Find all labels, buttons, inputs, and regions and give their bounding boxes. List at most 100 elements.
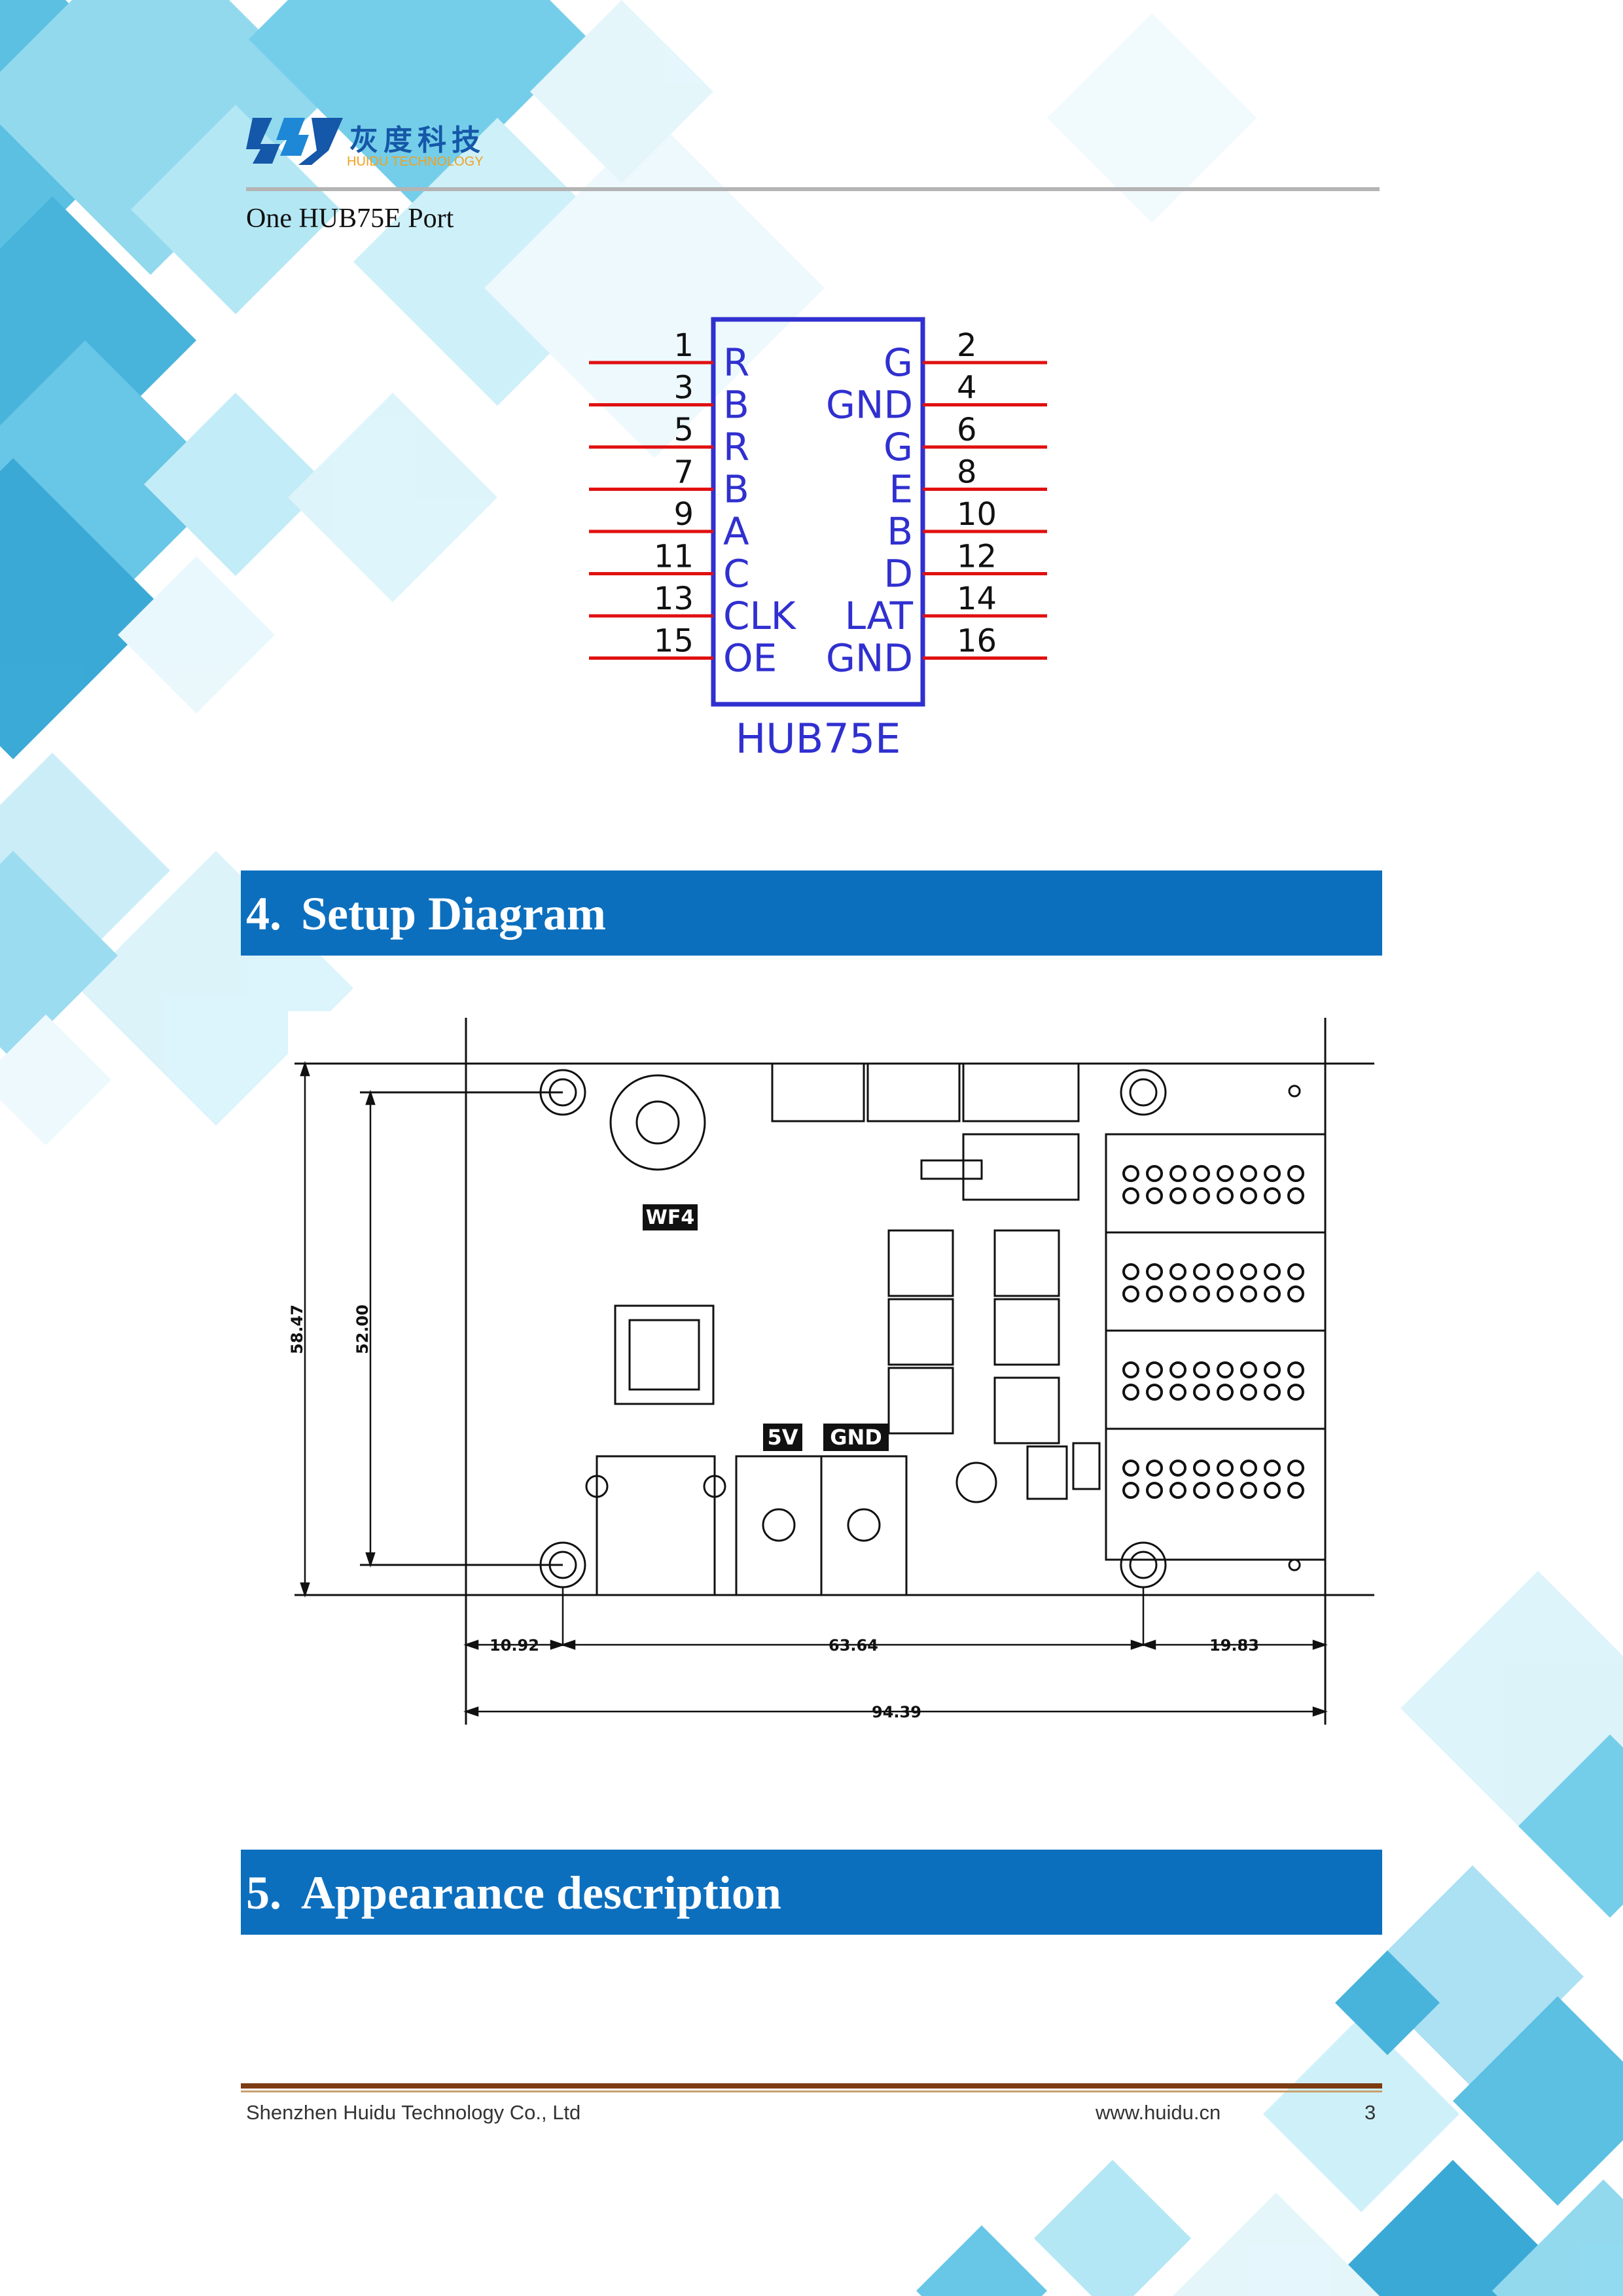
pin-number: 1 [673, 327, 694, 364]
section-5-number: 5. [246, 1867, 281, 1919]
pin-number: 10 [957, 496, 997, 533]
pin-signal: E [889, 467, 913, 512]
pin-signal: D [883, 552, 913, 596]
header-pin [1287, 1165, 1304, 1182]
header-pin [1122, 1384, 1139, 1401]
pin-number: 5 [673, 412, 694, 448]
header-pin [1169, 1285, 1186, 1302]
header-pin [1217, 1384, 1234, 1401]
header-pin [1264, 1482, 1281, 1499]
header-pin [1240, 1285, 1257, 1302]
pin-signal: LAT [845, 594, 914, 638]
pin-signal: G [883, 425, 913, 469]
header-pin [1217, 1187, 1234, 1204]
pin-signal: B [723, 467, 749, 512]
header-pin [1146, 1263, 1163, 1280]
header-pin [1240, 1361, 1257, 1378]
section-5-bar [241, 1850, 1382, 1935]
brand-name-chinese: 灰度科技 [349, 124, 486, 157]
pin-signal: CLK [723, 594, 797, 638]
footer-divider [241, 2083, 1382, 2089]
pin-number: 14 [957, 581, 997, 617]
pin-signal: C [723, 552, 750, 596]
pin-number: 6 [957, 412, 977, 448]
section-4-title: 4. Setup Diagram [246, 890, 606, 937]
header-pin [1169, 1482, 1186, 1499]
header-pin [1287, 1187, 1304, 1204]
power-gnd-label: GND [830, 1425, 882, 1450]
huidu-logo-icon [246, 118, 343, 165]
header-pin [1217, 1482, 1234, 1499]
header-pin [1169, 1361, 1186, 1378]
header-divider [246, 187, 1380, 191]
header-pin [1240, 1384, 1257, 1401]
header-pin [1122, 1482, 1139, 1499]
header-pin [1240, 1482, 1257, 1499]
header-pin [1193, 1263, 1210, 1280]
port-subtitle: One HUB75E Port [246, 204, 454, 234]
setup-diagram: WF4 5V GND 58.47 52.00 10.92 63.64 19.83 [288, 1011, 1381, 1748]
header-pin [1122, 1165, 1139, 1182]
header-pin [1146, 1165, 1163, 1182]
pin-number: 4 [957, 370, 977, 406]
header-pin [1217, 1361, 1234, 1378]
footer-website: www.huidu.cn [1096, 2101, 1221, 2124]
header-pin [1122, 1187, 1139, 1204]
section-5-heading: Appearance description [301, 1867, 781, 1919]
pin-number: 7 [673, 454, 694, 491]
pin-number: 12 [957, 539, 997, 575]
header-pin [1193, 1361, 1210, 1378]
pin-signal: G [883, 340, 913, 385]
header-pin [1264, 1165, 1281, 1182]
header-pin [1193, 1384, 1210, 1401]
header-pin [1240, 1263, 1257, 1280]
pin-number: 15 [654, 623, 694, 660]
header-pin [1146, 1187, 1163, 1204]
header-pin [1146, 1482, 1163, 1499]
header-pin [1217, 1165, 1234, 1182]
header-pin [1240, 1165, 1257, 1182]
section-4-heading: Setup Diagram [301, 888, 606, 940]
footer-divider-thin [241, 2090, 1382, 2092]
header-pin [1193, 1460, 1210, 1477]
header-pin [1193, 1165, 1210, 1182]
pin-signal: A [723, 509, 749, 554]
header-pin [1146, 1285, 1163, 1302]
dim-right-offset: 19.83 [1209, 1636, 1259, 1655]
header-pin [1146, 1384, 1163, 1401]
board-model-label: WF4 [646, 1206, 694, 1229]
header-pin [1146, 1361, 1163, 1378]
header-pin [1287, 1482, 1304, 1499]
pin-signal: B [887, 509, 913, 554]
header-pin [1217, 1263, 1234, 1280]
header-pin [1169, 1187, 1186, 1204]
footer-company: Shenzhen Huidu Technology Co., Ltd [246, 2101, 581, 2124]
header-pin [1169, 1384, 1186, 1401]
header-pin [1169, 1165, 1186, 1182]
connector-body [711, 317, 925, 707]
pin-signal: R [723, 340, 749, 385]
header-pin [1122, 1361, 1139, 1378]
header-pin [1287, 1285, 1304, 1302]
header-pin [1217, 1460, 1234, 1477]
header-pin [1122, 1263, 1139, 1280]
pin-number: 8 [957, 454, 977, 491]
header-pin [1122, 1285, 1139, 1302]
pin-signal: GND [826, 383, 913, 427]
pin-signal: OE [723, 636, 777, 681]
header-pin [1146, 1460, 1163, 1477]
header-pin [1193, 1285, 1210, 1302]
hub-connector-pins [1122, 1165, 1304, 1499]
power-5v-label: 5V [767, 1425, 798, 1450]
header-pin [1217, 1285, 1234, 1302]
section-4-bar [241, 870, 1382, 956]
header-pin [1264, 1263, 1281, 1280]
section-4-number: 4. [246, 888, 281, 940]
header-pin [1287, 1460, 1304, 1477]
header-pin [1264, 1361, 1281, 1378]
header-pin [1287, 1361, 1304, 1378]
brand-name-english: HUIDU TECHNOLOGY [347, 154, 484, 169]
